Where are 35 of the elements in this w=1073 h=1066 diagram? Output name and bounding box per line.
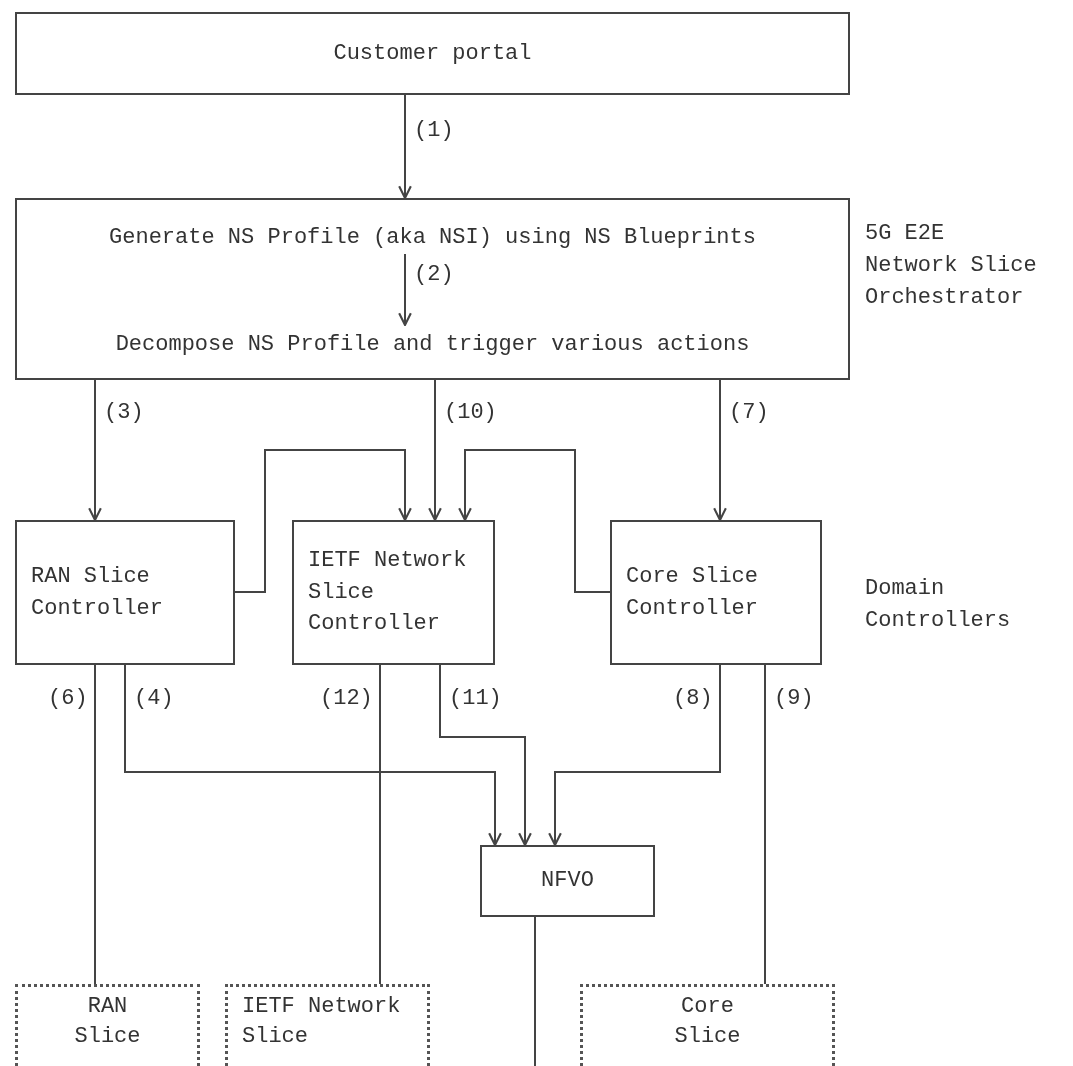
slice-box: [580, 984, 835, 1066]
process-box: [480, 845, 655, 917]
arrow: [548, 664, 721, 847]
slice-box: [225, 984, 430, 1066]
connector-line: [379, 664, 381, 985]
process-box: [292, 520, 495, 665]
box-label: IETF Network Slice Controller: [308, 546, 468, 639]
arrow: [428, 379, 442, 522]
arrow: [398, 94, 412, 200]
box-label: NFVO: [541, 867, 594, 896]
arrow: [458, 449, 611, 593]
connector-line: [764, 664, 766, 985]
slice-box: [15, 984, 200, 1066]
arrow: [88, 379, 102, 522]
process-box: [15, 12, 850, 95]
arrow: [713, 379, 727, 522]
step-text: Generate NS Profile (aka NSI) using NS Blueprints: [27, 220, 838, 256]
step-text: Decompose NS Profile and trigger various actions: [27, 327, 838, 363]
connector-line: [94, 664, 96, 985]
process-box: [610, 520, 822, 665]
arrow: [398, 253, 412, 327]
group-label: Domain Controllers: [865, 575, 1012, 635]
box-label: IETF Network Slice: [242, 993, 402, 1051]
connector-line: [534, 916, 536, 1066]
arrow: [439, 664, 532, 847]
box-label: Customer portal: [333, 39, 532, 68]
arrow: [124, 664, 502, 847]
box-label: Core Slice: [674, 993, 741, 1051]
box-label: RAN Slice: [74, 993, 141, 1051]
box-label: Core Slice Controller: [626, 562, 758, 623]
side-label: 5G E2E Network Slice Orchestrator: [865, 220, 1038, 312]
arrow: [234, 449, 412, 593]
process-box: [15, 520, 235, 665]
process-box: [15, 198, 850, 380]
box-label: RAN Slice Controller: [31, 562, 163, 623]
